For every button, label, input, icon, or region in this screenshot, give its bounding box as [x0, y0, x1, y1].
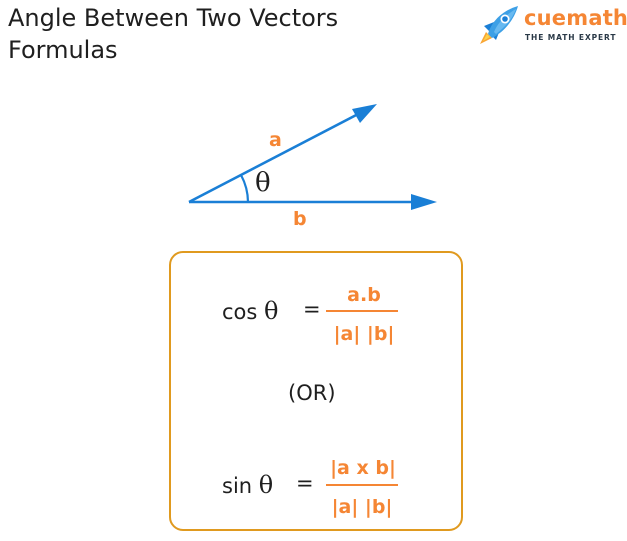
cuemath-logo: cuemath THE MATH EXPERT — [474, 4, 627, 48]
vector-a-label: a — [269, 129, 282, 151]
page-title: Angle Between Two Vectors Formulas — [8, 2, 338, 66]
sin-denominator: |a| |b| — [331, 496, 393, 518]
cos-equals: = — [303, 297, 321, 321]
rocket-icon — [480, 6, 518, 44]
cos-formula-lhs: cos θ — [222, 297, 278, 325]
title-line-2: Formulas — [8, 36, 118, 64]
angle-arc — [240, 174, 250, 203]
cos-fraction-bar — [326, 310, 398, 312]
formula-box — [169, 251, 463, 531]
sin-numerator: |a x b| — [330, 457, 396, 479]
logo-tagline: THE MATH EXPERT — [525, 33, 617, 42]
sin-formula-lhs: sin θ — [222, 471, 273, 499]
or-separator: (OR) — [288, 381, 336, 405]
sin-fraction-bar — [326, 484, 398, 486]
vector-b-arrow — [189, 194, 437, 210]
angle-theta-label: θ — [255, 168, 271, 198]
vector-b-label: b — [293, 208, 307, 230]
cos-theta: θ — [264, 297, 279, 325]
title-line-1: Angle Between Two Vectors — [8, 4, 339, 32]
cos-denominator: |a| |b| — [333, 323, 395, 345]
sin-theta: θ — [258, 471, 274, 499]
sin-equals: = — [296, 471, 314, 495]
cos-function: cos — [222, 300, 258, 324]
sin-function: sin — [222, 474, 253, 498]
logo-wordmark: cuemath — [524, 6, 627, 30]
vector-a-arrow — [188, 104, 377, 204]
cos-numerator: a.b — [347, 284, 381, 306]
